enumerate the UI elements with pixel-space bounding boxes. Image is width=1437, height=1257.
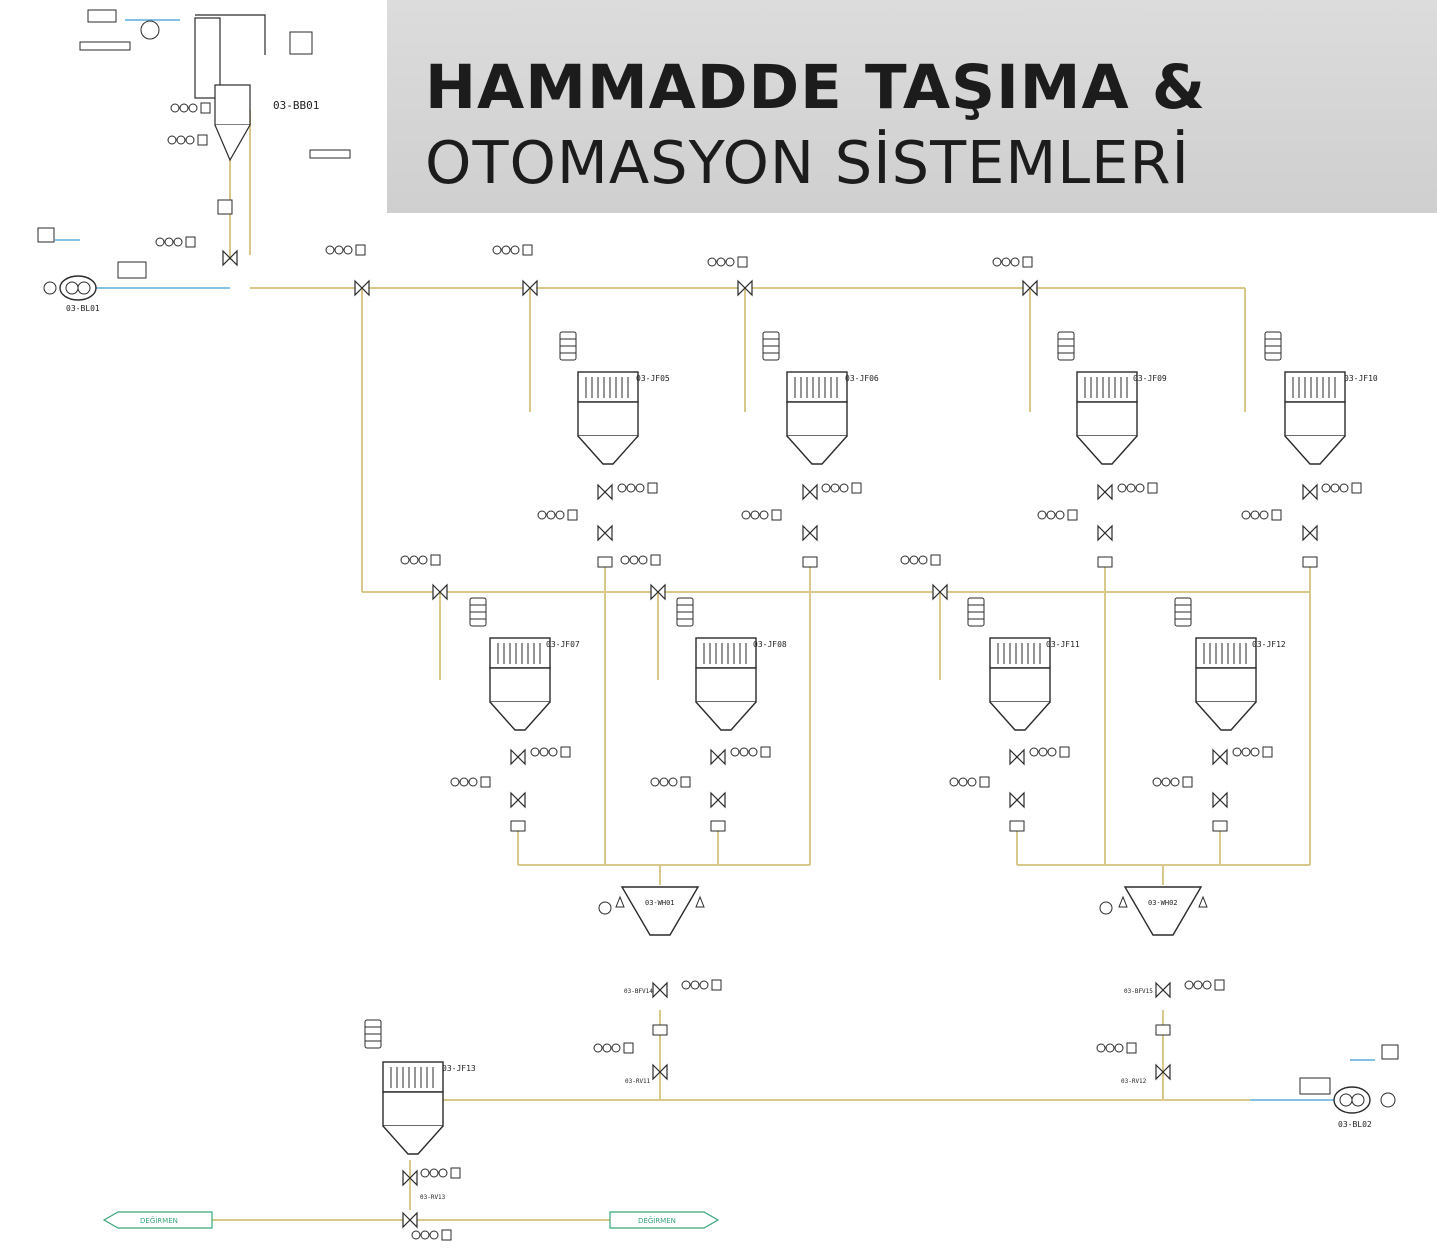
label-bl02: 03-BL02 <box>1338 1120 1372 1129</box>
label-bl01: 03-BL01 <box>66 304 100 313</box>
label-rv12: 03-RV12 <box>1121 1078 1147 1085</box>
label-rv13: 03-RV13 <box>420 1194 446 1201</box>
air-pipes <box>55 19 1375 1101</box>
destination-left <box>102 1211 213 1229</box>
label-bb01: 03-BB01 <box>273 99 319 112</box>
label-jf10: 03-JF10 <box>1344 374 1378 383</box>
label-wh02: 03-WH02 <box>1148 899 1178 907</box>
label-wh01: 03-WH01 <box>645 899 675 907</box>
label-bfv15: 03-BFV15 <box>1124 988 1153 995</box>
weigh-hopper-wh01 <box>598 886 705 936</box>
label-bfv14: 03-BFV14 <box>624 988 653 995</box>
page-title-line1: HAMMADDE TAŞIMA & <box>425 52 1207 123</box>
page-title-line2: OTOMASYON SİSTEMLERİ <box>425 128 1190 197</box>
label-jf05: 03-JF05 <box>636 374 670 383</box>
label-jf12: 03-JF12 <box>1252 640 1286 649</box>
label-jf13: 03-JF13 <box>442 1064 476 1073</box>
label-rv11: 03-RV11 <box>625 1078 651 1085</box>
label-jf06: 03-JF06 <box>845 374 879 383</box>
label-jf07: 03-JF07 <box>546 640 580 649</box>
label-jf11: 03-JF11 <box>1046 640 1080 649</box>
destination-right-label: DEĞİRMEN <box>638 1216 676 1225</box>
label-jf08: 03-JF08 <box>753 640 787 649</box>
destination-right <box>609 1211 720 1229</box>
blower-bl02 <box>1299 1044 1399 1114</box>
weigh-hopper-wh02 <box>1099 886 1208 936</box>
conveying-pipes <box>210 110 1311 1221</box>
baghouse-bb01 <box>79 9 351 266</box>
blower-bl01 <box>37 227 147 301</box>
label-jf09: 03-JF09 <box>1133 374 1167 383</box>
destination-left-label: DEĞİRMEN <box>140 1216 178 1225</box>
title-banner <box>387 0 1437 213</box>
